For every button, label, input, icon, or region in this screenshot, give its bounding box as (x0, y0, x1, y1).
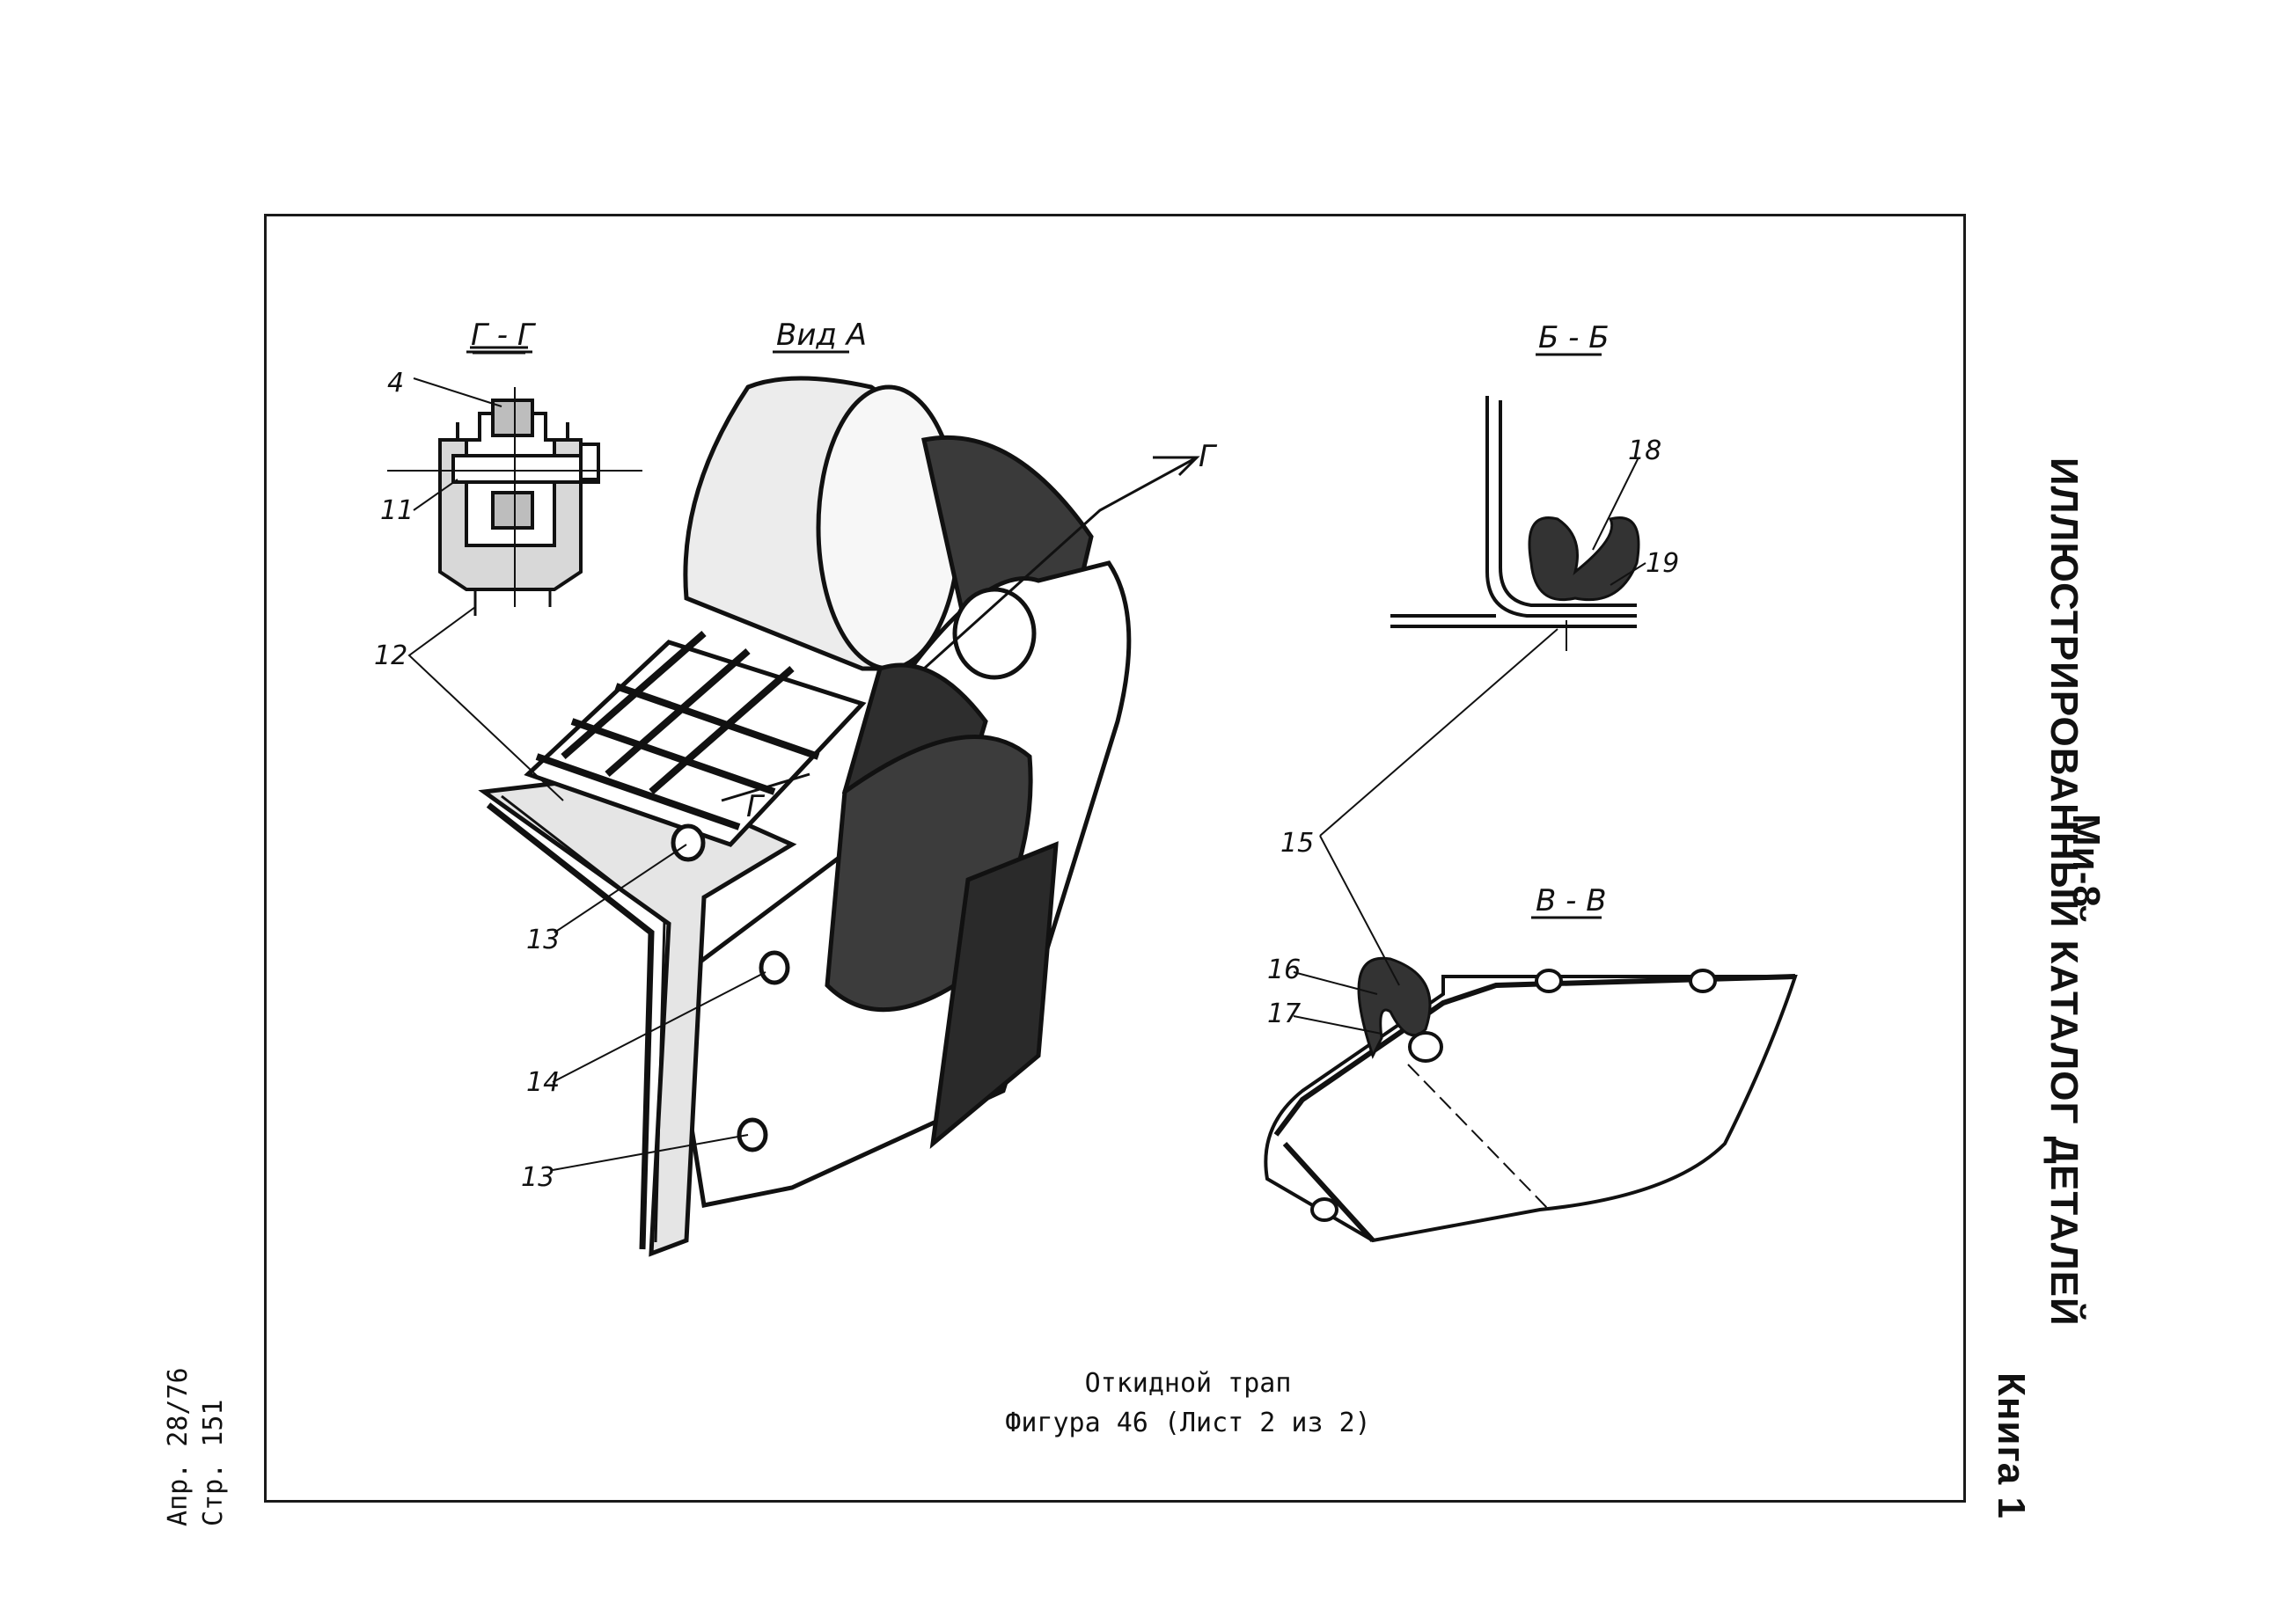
figure-title: Откидной трап (1084, 1368, 1292, 1399)
section-b-title: Б - Б (1538, 320, 1610, 355)
callout-13-upper: 13 (526, 925, 560, 955)
callout-18: 18 (1628, 435, 1661, 466)
callout-4: 4 (387, 368, 404, 399)
section-b-detail (1390, 396, 1640, 651)
callout-11: 11 (380, 495, 414, 526)
callout-numbers: 4 11 12 13 14 13 15 16 17 18 19 (374, 368, 1679, 1193)
section-titles: Г - Г Вид А Б - Б В - В Г Г (471, 318, 1610, 918)
view-a-assembly (478, 376, 1200, 1257)
revision-date: Апр. 28/76 (163, 1367, 194, 1526)
view-a-title: Вид А (776, 318, 867, 353)
callout-19: 19 (1646, 548, 1679, 579)
callout-12: 12 (374, 640, 407, 671)
drawing-frame (264, 214, 1966, 1503)
callout-14: 14 (526, 1067, 560, 1098)
section-v-title: В - В (1536, 883, 1607, 918)
page-number: Стр. 151 (198, 1399, 229, 1527)
cut-mark-bottom: Г (746, 789, 766, 824)
callout-15: 15 (1280, 828, 1314, 859)
catalog-title: ИЛЛЮСТРИРОВАННЫЙ КАТАЛОГ ДЕТАЛЕЙ (2042, 457, 2086, 1327)
section-g-title: Г - Г (471, 318, 537, 353)
cut-mark-top: Г (1199, 439, 1218, 474)
section-title-underlines (466, 350, 1602, 919)
figure-subtitle: Фигура 46 (Лист 2 из 2) (1005, 1408, 1371, 1438)
leader-lines (407, 377, 1646, 1171)
section-g-detail (387, 346, 642, 616)
callout-17: 17 (1267, 999, 1301, 1029)
section-v-detail (1264, 956, 1798, 1243)
callout-16: 16 (1267, 955, 1301, 985)
callout-13-lower: 13 (521, 1162, 554, 1193)
book-label: Книга 1 (1990, 1372, 2033, 1519)
